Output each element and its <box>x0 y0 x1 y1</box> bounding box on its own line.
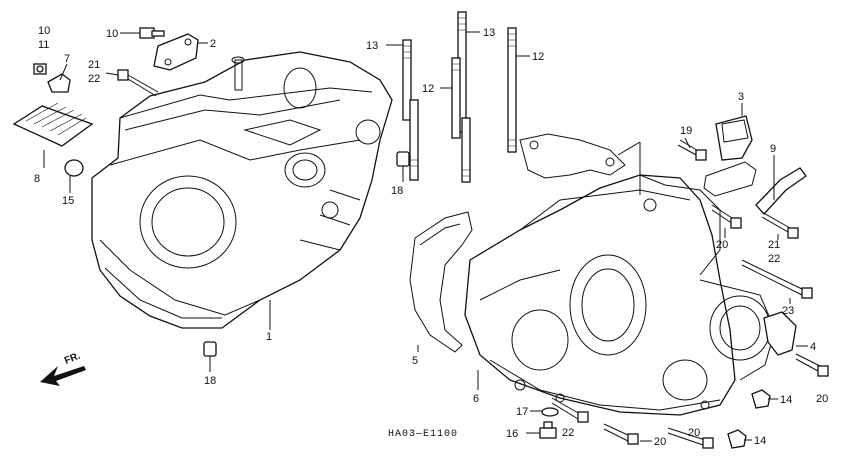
bolt <box>551 397 589 423</box>
bolt <box>761 211 799 239</box>
leader-lines <box>43 31 808 442</box>
callout-15: 15 <box>62 195 74 207</box>
setting-plate <box>153 33 199 71</box>
bolt <box>711 204 742 229</box>
callout-10: 10 <box>106 28 118 40</box>
front-arrow: FR. <box>40 350 86 386</box>
callout-14: 14 <box>754 435 766 447</box>
bolt <box>677 139 707 161</box>
callout-1: 1 <box>266 331 272 343</box>
callout-19: 19 <box>680 125 692 137</box>
callout-21: 21 <box>768 239 780 251</box>
bolt <box>33 63 47 75</box>
diagram-code: HA03—E1100 <box>388 429 458 440</box>
callout-17: 17 <box>516 406 528 418</box>
bolt <box>741 259 813 299</box>
callout-12: 12 <box>422 83 434 95</box>
callout-18: 18 <box>204 375 216 387</box>
oil-strainer <box>12 102 94 147</box>
bolt <box>667 427 714 449</box>
washer <box>541 407 559 417</box>
callout-20: 20 <box>716 239 728 251</box>
bolt <box>603 423 639 445</box>
callout-14: 14 <box>780 394 792 406</box>
callout-12: 12 <box>532 51 544 63</box>
callout-5: 5 <box>412 355 418 367</box>
callout-4: 4 <box>810 341 816 353</box>
callout-2: 2 <box>210 38 216 50</box>
right-crankcase-half <box>464 174 776 416</box>
clip <box>47 73 71 93</box>
nut <box>727 429 747 449</box>
callout-20: 20 <box>816 393 828 405</box>
nut <box>751 389 771 409</box>
callouts: 10 10 11 7 2 21 22 8 15 1 18 13 13 12 12… <box>34 25 828 448</box>
callout-21: 21 <box>88 59 100 71</box>
bolt <box>795 353 829 377</box>
callout-7: 7 <box>64 53 70 65</box>
bolt <box>139 27 165 39</box>
callout-22: 22 <box>562 427 574 439</box>
breather-cover <box>715 115 753 161</box>
bolt <box>117 69 159 97</box>
callout-20: 20 <box>688 427 700 439</box>
stud-bolts <box>402 11 517 183</box>
dowel-pin <box>396 151 410 167</box>
callout-22: 22 <box>768 253 780 265</box>
callout-18: 18 <box>391 185 403 197</box>
drain-bolt <box>539 421 557 439</box>
dowel-pin <box>203 341 217 357</box>
callout-11: 11 <box>38 39 49 51</box>
callout-3: 3 <box>738 91 744 103</box>
callout-8: 8 <box>34 173 40 185</box>
gasket <box>409 211 473 353</box>
front-label: FR. <box>63 350 82 366</box>
left-case-flange <box>104 267 222 319</box>
left-crankcase-half <box>91 51 393 329</box>
callout-16: 16 <box>506 428 518 440</box>
bracket <box>763 311 797 356</box>
callout-22: 22 <box>88 73 100 85</box>
pipe <box>755 167 807 215</box>
callout-20: 20 <box>654 436 666 448</box>
callout-10-top: 10 <box>38 25 50 37</box>
callout-23: 23 <box>782 305 794 317</box>
callout-6: 6 <box>473 393 479 405</box>
bracket-plate <box>519 133 626 179</box>
callout-13: 13 <box>366 40 378 52</box>
o-ring <box>64 159 84 177</box>
callout-13: 13 <box>483 27 495 39</box>
callout-9: 9 <box>770 143 776 155</box>
